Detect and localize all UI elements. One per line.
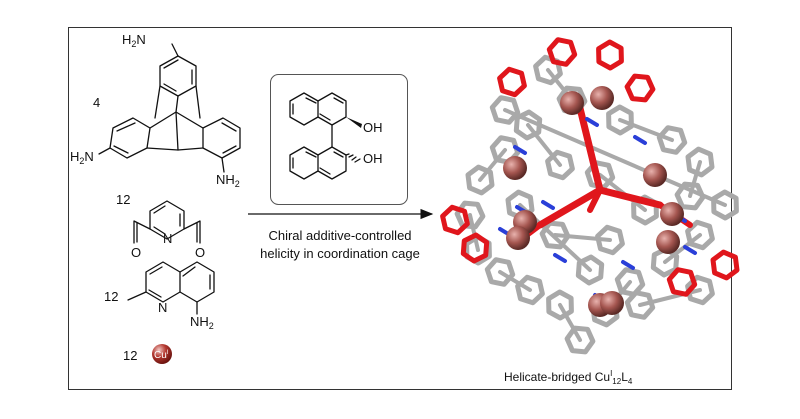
reactant-count-1: 4 [93, 95, 100, 110]
h2n-label-top: H2N [122, 32, 146, 49]
arrow-condition-line2: helicity in coordination cage [260, 246, 420, 261]
oh-label-top: OH [363, 120, 383, 135]
aminoquinoline-structure: 12 N NH2 [104, 261, 215, 331]
pyridine-dialdehyde-structure: 12 N O O [116, 192, 205, 260]
figure-frame [68, 27, 732, 390]
reactant-count-4: 12 [123, 348, 137, 363]
quinoline-nh2-label: NH2 [190, 314, 214, 331]
coordination-cage-model [440, 37, 740, 355]
h2n-label-left: H2N [70, 149, 94, 166]
nh2-label-right: NH2 [216, 172, 240, 189]
copper-reactant: 12 CuI [123, 344, 172, 364]
aldehyde-o-right: O [195, 245, 205, 260]
copper-sphere-icon [152, 344, 172, 364]
aldehyde-o-left: O [131, 245, 141, 260]
arrow-condition-line1: Chiral additive-controlled [268, 228, 411, 243]
oh-label-bottom: OH [363, 151, 383, 166]
pyridine-n-label: N [163, 231, 172, 246]
quinoline-n-label: N [158, 300, 167, 315]
reactant-count-2: 12 [116, 192, 130, 207]
product-label: Helicate-bridged CuI12L4 [504, 369, 633, 386]
reactant-count-3: 12 [104, 289, 118, 304]
chiral-additive-box: OH OH [270, 74, 408, 205]
copper-sphere-label: CuI [154, 350, 169, 361]
triptycene-triamine-structure: 4 H2N H2N NH2 [70, 32, 241, 189]
